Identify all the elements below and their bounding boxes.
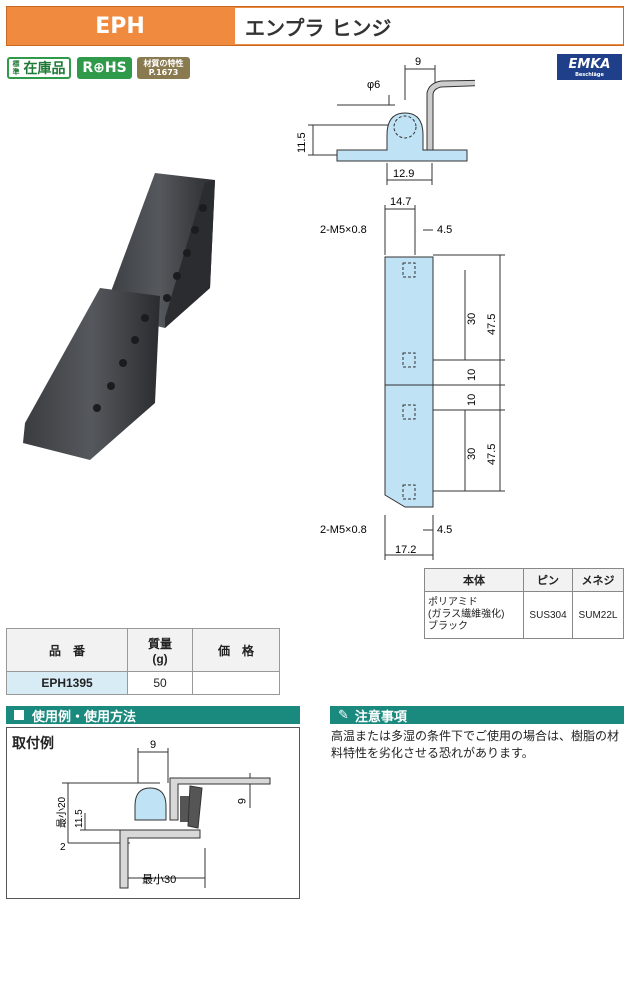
- table-row: EPH1395 50: [6, 671, 280, 695]
- dim-phi: φ6: [367, 79, 380, 91]
- dim-width-top: 14.7: [390, 196, 411, 208]
- material-body-cell: ポリアミド (ガラス繊維強化) ブラック: [423, 591, 525, 639]
- material-body-line: ブラック: [428, 621, 468, 632]
- material-badge[interactable]: 材質の特性 P.1673: [137, 57, 190, 79]
- stock-badge-label: 在庫品: [23, 61, 66, 77]
- dim-width-bottom: 17.2: [395, 544, 416, 556]
- spec-header-mass-1: 質量: [147, 636, 172, 651]
- dim-475-lower: 47.5: [486, 444, 498, 465]
- caution-text: 高温または多湿の条件下でご使用の場合は、樹脂の材料特性を劣化させる恐れがあります…: [331, 729, 620, 760]
- caution-section-title: 注意事項: [354, 709, 407, 725]
- usage-dim-two: 2: [60, 842, 66, 853]
- dim-10-upper: 10: [466, 369, 478, 381]
- usage-drawing: 9 6 最小20 11.5 2 最小30: [56, 739, 271, 889]
- dim-475-upper: 47.5: [486, 314, 498, 335]
- spec-header-mass-2: (g): [152, 651, 168, 666]
- usage-dim-six: 6: [235, 798, 247, 804]
- stock-badge: 標準 在庫品: [7, 57, 71, 79]
- usage-section-bar: 使用例・使用方法: [6, 706, 300, 725]
- emka-logo: EMKA Beschläge: [557, 54, 622, 80]
- usage-box: [6, 727, 300, 899]
- hinge-lower-leaf: [23, 288, 160, 460]
- dim-height: 11.5: [296, 132, 308, 153]
- product-name-title: エンプラ ヒンジ: [235, 8, 623, 44]
- spec-price-cell: [192, 671, 280, 695]
- logo-sub: Beschläge: [575, 71, 604, 78]
- material-badge-line1: 材質の特性: [143, 59, 184, 68]
- material-pin-cell: SUS304: [523, 591, 574, 639]
- pencil-icon: ✎: [338, 707, 349, 723]
- logo-name: EMKA: [568, 56, 611, 72]
- usage-dim-height: 11.5: [74, 809, 85, 828]
- material-header-body: 本体: [423, 568, 525, 592]
- material-header-pin: ピン: [523, 568, 574, 592]
- side-view-drawing: φ6 9 11.5 12.9: [296, 56, 475, 185]
- dim-offset-bottom: 4.5: [437, 524, 452, 536]
- stock-badge-small: 標準: [12, 60, 20, 76]
- spec-header-code: 品 番: [6, 628, 128, 672]
- spec-code-cell: EPH1395: [6, 671, 128, 695]
- dim-30-lower: 30: [466, 448, 478, 460]
- product-code-title: EPH: [95, 13, 145, 39]
- material-table: 本体 ピン メネジ ポリアミド (ガラス繊維強化) ブラック SUS304 SU…: [423, 568, 624, 639]
- product-photo: [23, 173, 215, 460]
- usage-dim-min30: 最小30: [142, 873, 176, 886]
- spec-header-mass: 質量 (g): [127, 628, 193, 672]
- thread-top: 2-M5×0.8: [320, 224, 367, 236]
- material-nut-cell: SUM22L: [572, 591, 624, 639]
- dim-offset-top: 4.5: [437, 224, 452, 236]
- thread-bottom: 2-M5×0.8: [320, 524, 367, 536]
- dim-base: 12.9: [393, 168, 414, 180]
- square-icon: [14, 710, 24, 720]
- usage-dim-min20: 最小20: [56, 796, 68, 828]
- material-body-line: (ガラス繊維強化): [428, 609, 505, 620]
- usage-section-title: 使用例・使用方法: [32, 709, 137, 725]
- rohs-badge: R⊕HS: [77, 57, 132, 79]
- spec-table: 品 番 質量 (g) 価 格 EPH1395 50: [6, 628, 280, 695]
- material-badge-line2: P.1673: [148, 68, 179, 77]
- dim-10-lower: 10: [466, 394, 478, 406]
- material-header-nut: メネジ: [572, 568, 624, 592]
- spec-header-price: 価 格: [192, 628, 280, 672]
- dim-nine: 9: [415, 56, 421, 68]
- caution-section-bar: ✎ 注意事項: [330, 706, 624, 725]
- usage-dim-nine: 9: [150, 739, 156, 751]
- dim-30-upper: 30: [466, 313, 478, 325]
- front-view-drawing: 14.7 2-M5×0.8 4.5 30 47.5 10 10 30 47.5 …: [320, 196, 505, 560]
- spec-mass-cell: 50: [127, 671, 193, 695]
- usage-example-title: 取付例: [12, 736, 54, 752]
- material-body-line: ポリアミド: [428, 597, 478, 608]
